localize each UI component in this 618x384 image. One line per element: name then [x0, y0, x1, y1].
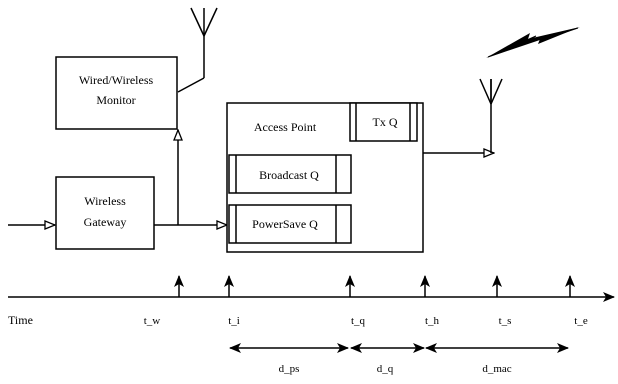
gateway-label-line1: Wireless	[84, 194, 126, 208]
monitor-label-line1: Wired/Wireless	[79, 73, 154, 87]
access-point-label: Access Point	[254, 120, 317, 134]
wireless-gateway-box: Wireless Gateway	[55, 176, 155, 250]
marker-t-i-label: t_i	[228, 315, 240, 327]
gateway-label-line2: Gateway	[84, 215, 127, 229]
broadcast-queue: Broadcast Q	[228, 154, 352, 194]
marker-t-h-label: t_h	[425, 315, 440, 327]
ap-output-link	[423, 79, 494, 153]
powersave-queue: PowerSave Q	[228, 204, 352, 244]
interval-d-q-label: d_q	[377, 363, 394, 375]
interval-d-mac-label: d_mac	[482, 363, 511, 375]
marker-t-s-label: t_s	[499, 315, 512, 327]
ap-antenna-icon	[479, 78, 503, 105]
marker-t-w-label: t_w	[144, 315, 161, 327]
marker-t-e-label: t_e	[574, 315, 588, 327]
interval-d-ps-label: d_ps	[279, 363, 300, 375]
timeline-markers: t_w t_i t_q t_h t_s t_e	[144, 275, 588, 327]
time-axis-label: Time	[8, 313, 33, 327]
powersave-queue-label: PowerSave Q	[252, 217, 318, 231]
tx-queue-label: Tx Q	[373, 115, 398, 129]
broadcast-queue-label: Broadcast Q	[259, 168, 319, 182]
interval-arrows: d_ps d_q d_mac	[229, 343, 569, 375]
wireless-signal-bolt-shape	[486, 27, 580, 58]
tx-queue: Tx Q	[349, 102, 418, 142]
monitor-label-line2: Monitor	[96, 93, 135, 107]
wired-wireless-monitor-box: Wired/Wireless Monitor	[55, 56, 178, 130]
marker-t-q-label: t_q	[351, 315, 366, 327]
monitor-antenna-icon	[177, 7, 218, 93]
